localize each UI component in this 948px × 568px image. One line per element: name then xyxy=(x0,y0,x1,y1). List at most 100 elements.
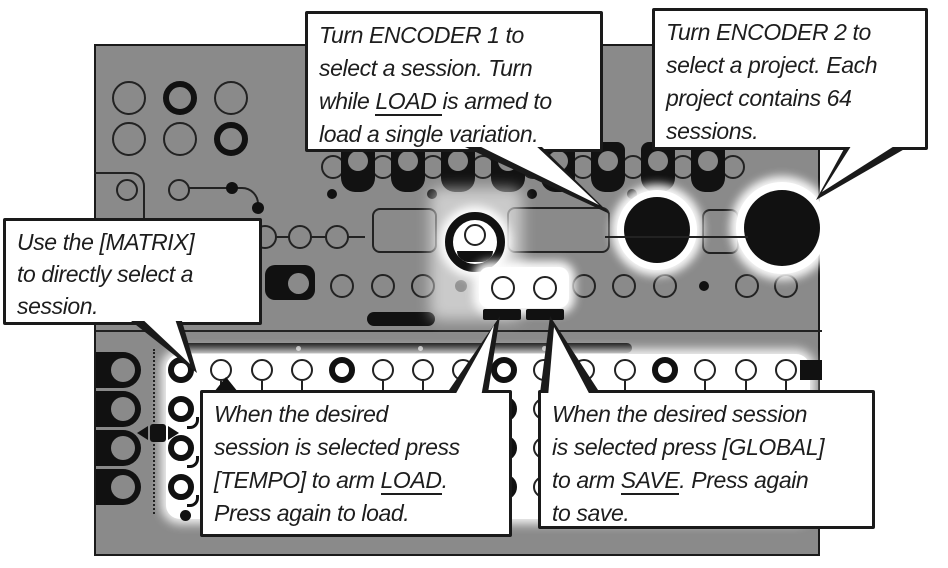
matrix-pad[interactable] xyxy=(694,359,716,381)
encoder-a-cap xyxy=(624,197,690,263)
callout-line: to arm SAVE. Press again xyxy=(552,467,809,495)
matrix-pad[interactable] xyxy=(614,359,636,381)
encoder-2-cap xyxy=(744,190,820,266)
audio-jack xyxy=(112,122,146,156)
matrix-pad[interactable] xyxy=(412,359,434,381)
matrix-pad[interactable] xyxy=(168,357,194,383)
key-led xyxy=(648,151,668,171)
matrix-pad[interactable] xyxy=(775,359,797,381)
track-button-led xyxy=(111,436,135,460)
global-button[interactable] xyxy=(533,276,557,300)
encoder-a-knob[interactable] xyxy=(617,190,697,270)
function-button[interactable] xyxy=(572,274,596,298)
matrix-pad[interactable] xyxy=(573,359,595,381)
tempo-global-highlight xyxy=(479,267,569,308)
callout-tempo: When the desired session is selected pres… xyxy=(200,390,512,537)
tempo-button[interactable] xyxy=(491,276,515,300)
function-button[interactable] xyxy=(330,274,354,298)
key-led xyxy=(448,151,468,171)
encoder1-indicator-circle xyxy=(464,224,486,246)
bar-dot xyxy=(542,346,547,351)
matrix-pad[interactable] xyxy=(652,357,678,383)
callout-line: sessions. xyxy=(666,118,759,144)
encoder1-indicator-bar xyxy=(457,251,493,262)
section-knob xyxy=(116,179,138,201)
callout-line: to directly select a xyxy=(17,261,194,287)
dark-button-led xyxy=(288,273,309,294)
callout-line: Press again to load. xyxy=(214,500,410,526)
panel-divider xyxy=(96,330,822,332)
section-knob xyxy=(168,179,190,201)
tempo-label-block xyxy=(483,309,521,320)
matrix-pad[interactable] xyxy=(372,359,394,381)
callout-line: load a single variation. xyxy=(319,121,539,147)
callout-line: Turn ENCODER 2 to xyxy=(666,19,871,45)
matrix-pad[interactable] xyxy=(329,357,355,383)
callout-line: When the desired xyxy=(214,401,388,427)
page-arrows[interactable] xyxy=(137,423,179,443)
global-label-block xyxy=(526,309,564,320)
callout-line: session. xyxy=(17,293,99,319)
callout-line: [TEMPO] to arm LOAD. xyxy=(214,467,448,495)
display-right xyxy=(507,207,610,253)
matrix-pad-stem xyxy=(785,381,787,394)
matrix-pad-stem xyxy=(704,381,706,394)
bar-dot xyxy=(418,346,423,351)
callout-line: When the desired session xyxy=(552,401,808,427)
matrix-pad[interactable] xyxy=(491,357,517,383)
panel-dot xyxy=(699,281,709,291)
callout-line: session is selected press xyxy=(214,434,460,460)
matrix-pad-tail xyxy=(187,417,199,429)
matrix-pad[interactable] xyxy=(735,359,757,381)
matrix-pad-stem xyxy=(422,381,424,394)
matrix-pad[interactable] xyxy=(533,359,555,381)
panel-dot xyxy=(327,189,337,199)
track-button-led xyxy=(111,358,135,382)
matrix-pad[interactable] xyxy=(291,359,313,381)
matrix-pad[interactable] xyxy=(452,359,474,381)
matrix-pad-tail xyxy=(187,456,199,468)
bar-dot xyxy=(296,346,301,351)
audio-jack xyxy=(163,81,197,115)
function-button[interactable] xyxy=(612,274,636,298)
callout-line: Turn ENCODER 1 to xyxy=(319,22,524,48)
audio-jack xyxy=(112,81,146,115)
audio-jack xyxy=(214,81,248,115)
display-left xyxy=(372,208,437,253)
encoder-2-knob[interactable] xyxy=(736,182,828,274)
encoder-1-knob[interactable] xyxy=(445,212,505,272)
black-key[interactable] xyxy=(641,142,675,192)
track-button-led xyxy=(111,475,135,499)
callout-line: Use the [MATRIX] xyxy=(17,229,195,255)
black-key[interactable] xyxy=(691,142,725,192)
small-bar xyxy=(367,312,435,326)
function-button[interactable] xyxy=(653,274,677,298)
callout-global: When the desired session is selected pres… xyxy=(538,390,875,529)
matrix-pad-tail xyxy=(187,495,199,507)
function-button[interactable] xyxy=(735,274,759,298)
key-led xyxy=(698,151,718,171)
matrix-pad-stem xyxy=(261,381,263,394)
callout-line: select a project. Each xyxy=(666,52,878,78)
matrix-pad-stem xyxy=(301,381,303,394)
callout-line: project contains 64 xyxy=(666,85,852,111)
function-button[interactable] xyxy=(371,274,395,298)
callout-line: is selected press [GLOBAL] xyxy=(552,434,825,460)
matrix-pad-stem xyxy=(745,381,747,394)
matrix-pad-stem xyxy=(382,381,384,394)
key-led xyxy=(498,151,518,171)
matrix-pad[interactable] xyxy=(251,359,273,381)
function-button[interactable] xyxy=(774,274,798,298)
matrix-end-dot xyxy=(180,510,191,521)
track-button-led xyxy=(111,397,135,421)
groove-bar xyxy=(182,343,632,353)
matrix-play-marker xyxy=(214,377,238,392)
matrix-pad-stem xyxy=(624,381,626,394)
matrix-corner-block xyxy=(800,360,822,380)
audio-jack xyxy=(214,122,248,156)
panel-dot xyxy=(627,189,637,199)
callout-line: while LOAD is armed to xyxy=(319,88,552,116)
key-led xyxy=(348,151,368,171)
